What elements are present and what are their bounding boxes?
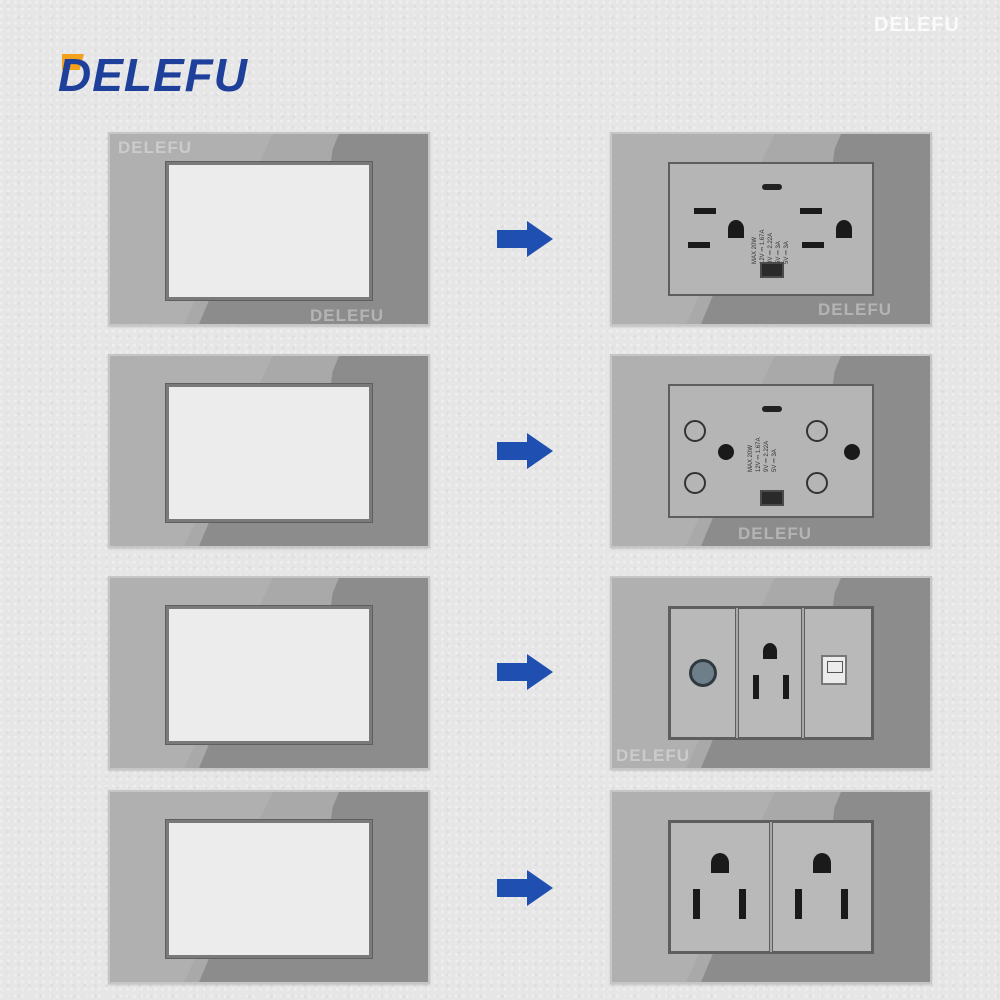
combo-module	[668, 606, 874, 740]
plate-watermark: DELEFU	[616, 746, 690, 765]
spec-label: MAX 20W	[748, 444, 754, 472]
tv-submodule	[670, 608, 736, 738]
rj45-jack-icon	[821, 655, 847, 685]
ground-pin	[728, 220, 744, 238]
arrow-right-icon	[497, 654, 553, 690]
usb-a-port	[760, 262, 784, 278]
universal-socket	[684, 472, 706, 494]
spec-label: 5V ⎓ 3A	[776, 241, 782, 264]
logo-flag	[62, 54, 84, 70]
universal-socket	[806, 420, 828, 442]
frame-watermark: DELEFU	[118, 138, 192, 157]
outlet-slot	[795, 889, 802, 919]
outlet-usb-plate: MAX 20W 12V ⎓ 1.67A 9V ⎓ 2.22A 5V ⎓ 3A 5…	[610, 132, 932, 326]
usb-c-port	[762, 184, 782, 190]
frame-watermark: DELEFU	[310, 306, 384, 325]
outlet-slot	[693, 889, 700, 919]
outlet-slot	[783, 675, 789, 699]
arrow-right-icon	[497, 870, 553, 906]
empty-frame-3	[108, 576, 430, 770]
arrow-right-icon	[497, 433, 553, 469]
usb-a-port	[760, 490, 784, 506]
frame-opening	[165, 605, 373, 745]
combo-module-plate: DELEFU	[610, 576, 932, 770]
outlet-slot	[841, 889, 848, 919]
empty-frame-1: DELEFU DELEFU	[108, 132, 430, 326]
spec-label: 9V ⎓ 2.22A	[764, 440, 770, 472]
universal-outlet-plate: MAX 20W 12V ⎓ 1.67A 9V ⎓ 2.22A 5V ⎓ 3A D…	[610, 354, 932, 548]
outlet-slot	[802, 242, 824, 248]
usb-c-port	[762, 406, 782, 412]
frame-opening	[165, 161, 373, 301]
spec-label: 5V ⎓ 3A	[784, 241, 790, 264]
outlet-slot	[800, 208, 822, 214]
spec-label: 5V ⎓ 3A	[772, 449, 778, 472]
frame-opening	[165, 383, 373, 523]
universal-usb-module: MAX 20W 12V ⎓ 1.67A 9V ⎓ 2.22A 5V ⎓ 3A	[668, 384, 874, 518]
ground-pin	[763, 643, 777, 659]
plate-watermark: DELEFU	[818, 300, 892, 319]
spec-label: 12V ⎓ 1.67A	[760, 229, 766, 264]
ground-pin	[711, 853, 729, 873]
spec-label: 12V ⎓ 1.67A	[756, 437, 762, 472]
outlet-slot	[739, 889, 746, 919]
arrow-right-icon	[497, 221, 553, 257]
universal-socket	[684, 420, 706, 442]
spec-label: 9V ⎓ 2.22A	[768, 232, 774, 264]
plate-watermark: DELEFU	[738, 524, 812, 543]
coax-tv-jack-icon	[689, 659, 717, 687]
ground-hole	[844, 444, 860, 460]
corner-watermark: DELEFU	[874, 14, 960, 36]
outlet-submodule	[772, 822, 872, 952]
brand-logo: DELEFU	[58, 49, 248, 101]
frame-opening	[165, 819, 373, 959]
outlet-submodule	[670, 822, 770, 952]
outlet-slot	[694, 208, 716, 214]
data-submodule	[804, 608, 872, 738]
ground-pin	[836, 220, 852, 238]
outlet-slot	[753, 675, 759, 699]
outlet-slot	[688, 242, 710, 248]
empty-frame-2	[108, 354, 430, 548]
ground-pin	[813, 853, 831, 873]
duplex-usb-module: MAX 20W 12V ⎓ 1.67A 9V ⎓ 2.22A 5V ⎓ 3A 5…	[668, 162, 874, 296]
spec-label: MAX 20W	[752, 236, 758, 264]
universal-socket	[806, 472, 828, 494]
outlet-submodule	[738, 608, 802, 738]
double-outlet-module	[668, 820, 874, 954]
ground-hole	[718, 444, 734, 460]
empty-frame-4	[108, 790, 430, 984]
double-outlet-plate	[610, 790, 932, 984]
